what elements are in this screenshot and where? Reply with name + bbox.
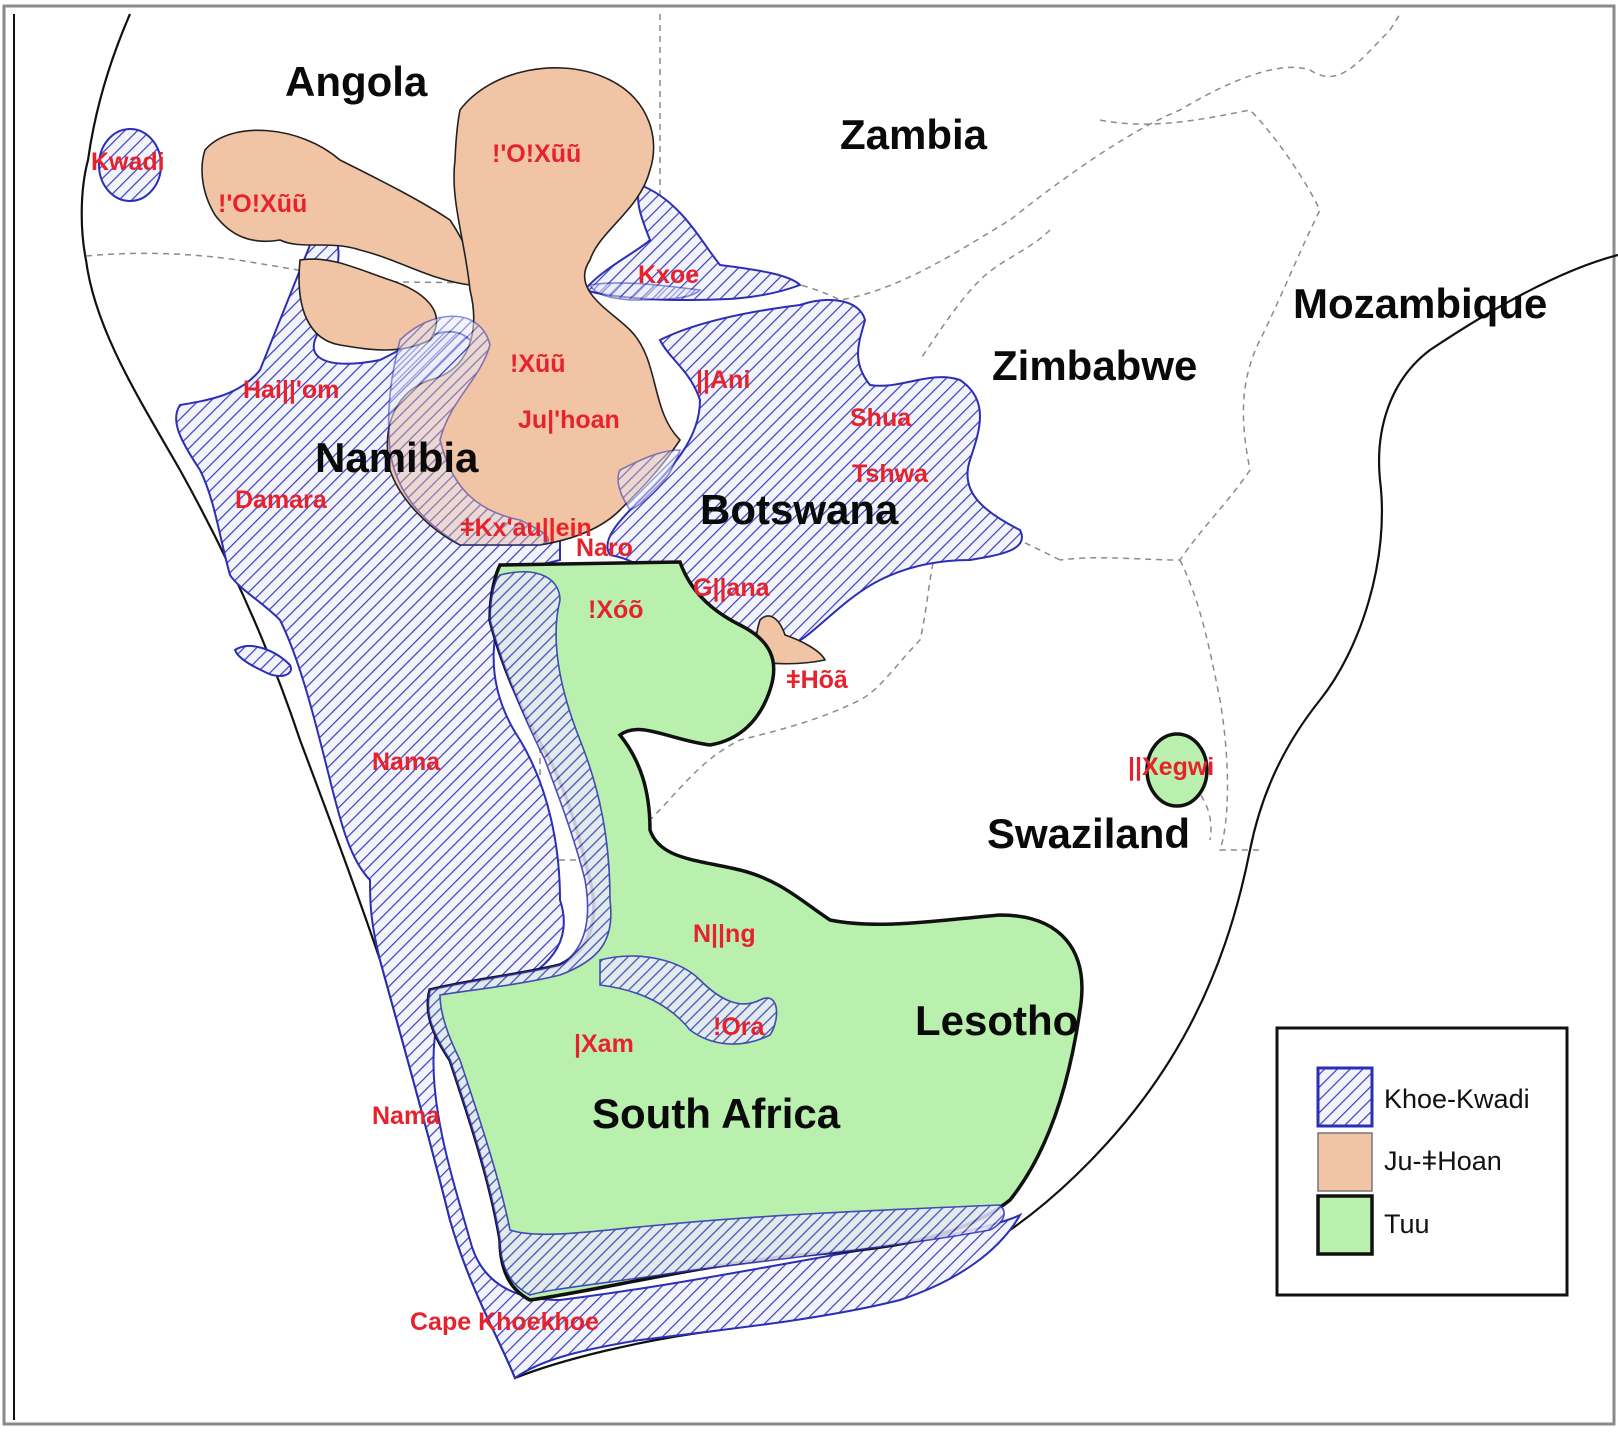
country-label-lesotho: Lesotho: [915, 997, 1078, 1044]
language-labels: Kwadi !'O!Xũũ !'O!Xũũ Kxoe Hai||'om !Xũũ…: [91, 140, 1214, 1336]
language-label-naro: Naro: [576, 534, 633, 562]
legend-swatch-ju-hoan: [1317, 1132, 1373, 1192]
country-label-zimbabwe: Zimbabwe: [992, 342, 1197, 389]
language-label-kwadi: Kwadi: [91, 148, 165, 176]
language-label-xoo: !Xóõ: [588, 596, 644, 624]
language-label-haillom: Hai||'om: [243, 376, 339, 404]
tuu-regions: [426, 560, 1209, 1302]
legend-swatch-khoe-kwadi: [1316, 1066, 1374, 1128]
khoe-strips: [427, 571, 1005, 1296]
legend-label-ju-hoan: Ju-ǂHoan: [1384, 1146, 1502, 1176]
language-label-kxaullein: ǂKx'au||ein: [460, 514, 592, 542]
ju-hoan-regions: [201, 67, 827, 665]
language-label-oxuu: !'O!Xũũ: [492, 140, 581, 168]
language-label-ora: !Ora: [713, 1013, 766, 1041]
language-label-damara: Damara: [235, 486, 328, 514]
legend-label-khoe-kwadi: Khoe-Kwadi: [1384, 1084, 1530, 1114]
language-label-cape-khoekhoe: Cape Khoekhoe: [410, 1308, 599, 1336]
coastline: [80, 13, 1618, 1380]
country-label-mozambique: Mozambique: [1293, 280, 1547, 327]
country-label-swaziland: Swaziland: [987, 810, 1190, 857]
language-label-ani: ||Ani: [696, 366, 750, 394]
language-label-hoa: ǂHõã: [786, 666, 848, 694]
country-label-botswana: Botswana: [700, 486, 899, 533]
overlap-regions: [387, 282, 702, 546]
country-label-south-africa: South Africa: [592, 1090, 841, 1137]
language-label-nlng: N||ng: [693, 920, 756, 948]
legend-label-tuu: Tuu: [1384, 1209, 1430, 1239]
language-label-xegwi: ||Xegwi: [1128, 753, 1214, 781]
country-labels: Angola Zambia Mozambique Zimbabwe Namibi…: [285, 58, 1547, 1137]
language-label-nama: Nama: [372, 748, 441, 776]
country-label-namibia: Namibia: [315, 434, 479, 481]
legend: Khoe-Kwadi Ju-ǂHoan Tuu: [1275, 1026, 1569, 1297]
country-label-zambia: Zambia: [840, 111, 988, 158]
language-label-shua: Shua: [850, 404, 912, 432]
language-label-tshwa: Tshwa: [852, 460, 929, 488]
language-label-nama: Nama: [372, 1102, 441, 1130]
language-label-kxoe: Kxoe: [638, 261, 699, 289]
language-label-oxuu: !'O!Xũũ: [218, 190, 307, 218]
country-label-angola: Angola: [285, 58, 428, 105]
language-label-xuu: !Xũũ: [510, 350, 566, 378]
language-label-glana: G||ana: [693, 574, 771, 602]
legend-swatch-tuu: [1316, 1194, 1374, 1256]
language-label-juhoan: Ju|'hoan: [518, 406, 620, 434]
language-label-xam: |Xam: [574, 1030, 634, 1058]
map-frame: [2, 4, 1616, 1426]
